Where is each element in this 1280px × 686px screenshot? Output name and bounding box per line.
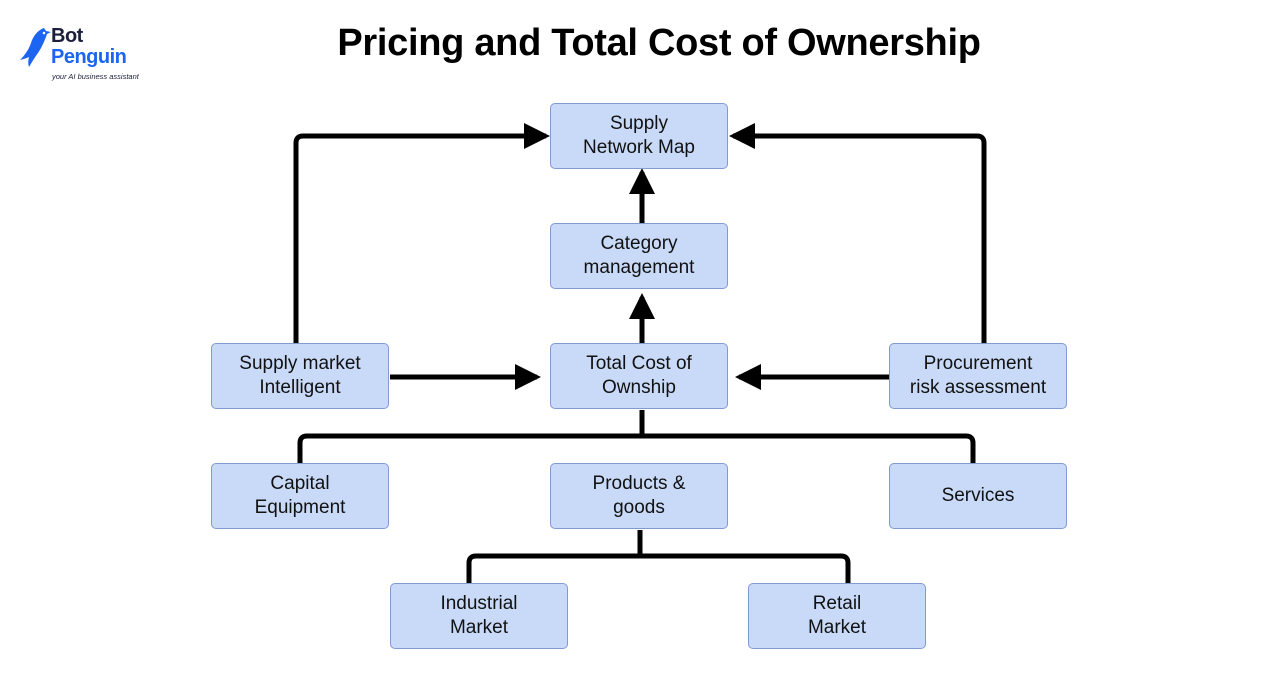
node-label-line: Procurement [923,353,1033,374]
node-label-line: Services [941,485,1015,506]
node-label-line: Network Map [583,137,695,158]
node-label-line: Equipment [254,497,346,518]
node-category-management: Category management [550,223,728,289]
penguin-icon [20,28,51,67]
node-label-line: goods [613,497,665,518]
node-products-goods: Products & goods [550,463,728,529]
node-label-line: management [583,257,695,278]
node-label-line: Industrial [440,593,518,614]
brand-tagline: your AI business assistant [52,72,139,81]
node-label-line: Supply [609,113,669,134]
node-label-line: Supply market [239,353,361,374]
node-label-line: Capital [270,473,330,494]
node-label-line: risk assessment [909,377,1047,398]
edge-products-branch-bar [466,553,851,583]
edge-supply-market-to-network-map [293,123,550,343]
edge-total-cost-branch-bar [297,433,976,463]
node-procurement-risk-assessment: Procurement risk assessment [889,343,1067,409]
node-label-line: Total Cost of [586,353,692,374]
node-label-line: Intelligent [259,377,341,398]
edge-procurement-to-network-map [729,123,987,343]
node-total-cost-of-ownership: Total Cost of Ownship [550,343,728,409]
botpenguin-logo: Bot Penguin your AI business assistant [18,26,148,82]
node-label-line: Category [600,233,678,254]
node-services: Services [889,463,1067,529]
brand-name-line1: Bot [51,25,83,47]
page-title: Pricing and Total Cost of Ownership [337,22,981,64]
node-label-line: Market [449,617,509,638]
brand-name-line2: Penguin [51,46,127,68]
node-label-line: Ownship [602,377,676,398]
node-label-line: Retail [812,593,862,614]
node-label-line: Market [807,617,867,638]
node-label-line: Products & [592,473,686,494]
